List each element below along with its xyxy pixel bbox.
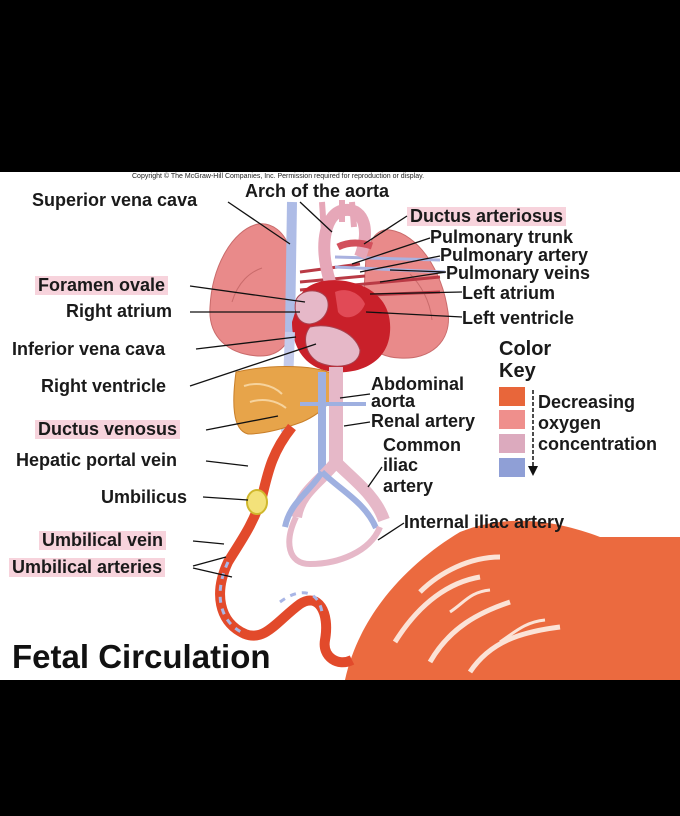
color-key-arrow	[528, 390, 538, 476]
color-key-title: Color Key	[499, 338, 551, 382]
label-foramen-ovale: Foramen ovale	[35, 276, 169, 295]
leader-lines	[189, 201, 463, 578]
color-key-title-line1: Color	[499, 338, 552, 360]
color-key-swatch-pink	[499, 410, 525, 429]
label-abdominal-aorta-line1: Abdominal	[371, 374, 464, 394]
label-umbilical-arteries: Umbilical arteries	[9, 558, 166, 577]
label-common-iliac-line3: artery	[383, 476, 434, 496]
label-abdominal-aorta-line2: aorta	[371, 391, 416, 411]
label-superior-vena-cava: Superior vena cava	[32, 190, 198, 210]
label-inferior-vena-cava: Inferior vena cava	[12, 339, 166, 359]
right-ventricle-shape	[305, 325, 361, 367]
label-left-atrium: Left atrium	[462, 283, 556, 303]
label-pulmonary-trunk: Pulmonary trunk	[430, 227, 574, 247]
label-right-atrium: Right atrium	[66, 301, 172, 321]
label-ductus-arteriosus: Ductus arteriosus	[407, 207, 567, 226]
color-key-swatch-lavender	[499, 434, 525, 453]
placenta-villi	[392, 554, 561, 674]
copyright-notice: Copyright © The McGraw-Hill Companies, I…	[132, 173, 425, 180]
color-key-text-line1: Decreasing	[538, 392, 636, 412]
label-common-iliac-line2: iliac	[383, 455, 419, 475]
fetal-circulation-illustration	[209, 200, 680, 680]
label-right-ventricle: Right ventricle	[41, 376, 167, 396]
label-renal-artery: Renal artery	[371, 411, 476, 431]
color-key-swatch-orange	[499, 387, 525, 406]
label-hepatic-portal-vein: Hepatic portal vein	[16, 450, 178, 470]
color-key-text-line3: concentration	[538, 434, 658, 454]
color-key-text-line2: oxygen	[538, 413, 602, 433]
umbilicus-ring	[246, 489, 268, 515]
superior-vena-cava	[285, 201, 297, 333]
right-atrium-shape	[294, 290, 329, 325]
label-common-iliac-line1: Common	[383, 435, 461, 455]
label-ductus-venosus: Ductus venosus	[35, 420, 181, 439]
label-umbilical-vein: Umbilical vein	[39, 531, 167, 550]
diagram-panel: Copyright © The McGraw-Hill Companies, I…	[0, 172, 680, 680]
label-internal-iliac-artery: Internal iliac artery	[404, 512, 565, 532]
color-key-swatch-blue	[499, 458, 525, 477]
diagram-title: Fetal Circulation	[12, 638, 271, 675]
label-pulmonary-artery: Pulmonary artery	[440, 245, 589, 265]
label-arch-of-aorta: Arch of the aorta	[245, 181, 390, 201]
label-umbilicus: Umbilicus	[101, 487, 188, 507]
placenta	[345, 520, 680, 680]
label-left-ventricle: Left ventricle	[462, 308, 575, 328]
label-pulmonary-veins: Pulmonary veins	[446, 263, 591, 283]
color-key-title-line2: Key	[499, 360, 536, 382]
